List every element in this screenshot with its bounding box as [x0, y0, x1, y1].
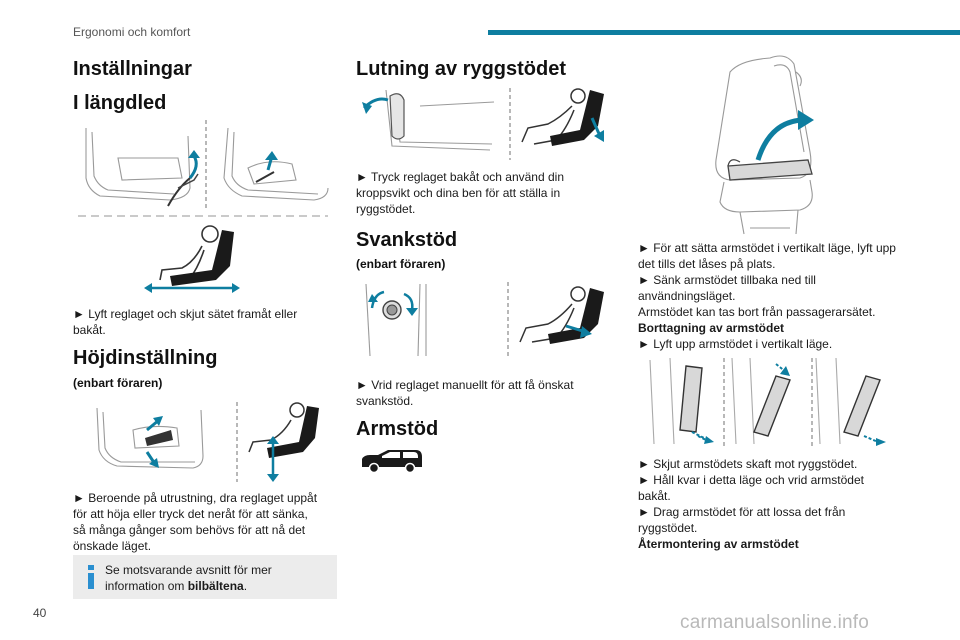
heading-height-adjustment: Höjdinställning [73, 347, 218, 369]
header-accent-bar [488, 30, 960, 35]
lumbar-driver-only-note: (enbart föraren) [356, 257, 446, 271]
section-title: Ergonomi och komfort [73, 25, 191, 39]
longitudinal-seat-illustration [78, 118, 330, 218]
lumbar-instruction: ► Vrid reglaget manuellt för att få önsk… [356, 378, 574, 408]
height-driver-only-note: (enbart föraren) [73, 376, 163, 390]
armrest-removal-heading: Borttagning av armstödet [638, 321, 785, 335]
info-text: Se motsvarande avsnitt för mer informati… [105, 563, 272, 593]
seat-slide-figure [142, 224, 242, 296]
heading-longitudinal: I längdled [73, 92, 167, 114]
backrest-tilt-illustration [360, 86, 612, 162]
armrest-instructions: ► För att sätta armstödet i vertikalt lä… [638, 241, 896, 351]
height-adjustment-illustration [93, 400, 333, 484]
heading-armrest: Armstöd [356, 418, 439, 440]
armrest-removal-steps: ► Skjut armstödets skaft mot ryggstödet.… [638, 457, 864, 551]
longitudinal-instruction: ► Lyft reglaget och skjut sätet framåt e… [73, 307, 298, 337]
heading-settings: Inställningar [73, 58, 192, 80]
seatbelt-link-text[interactable]: bilbältena [187, 579, 244, 593]
heading-backrest-tilt: Lutning av ryggstödet [356, 58, 566, 80]
page-number: 40 [33, 606, 47, 620]
height-instruction: ► Beroende på utrustning, dra reglaget u… [73, 491, 318, 553]
lumbar-support-illustration [360, 280, 612, 360]
backrest-instruction: ► Tryck reglaget bakåt och använd din kr… [356, 170, 564, 216]
armrest-refit-heading: Återmontering av armstödet [638, 537, 799, 551]
seatbelt-info-box: Se motsvarande avsnitt för mer informati… [73, 555, 337, 599]
van-icon [360, 449, 424, 473]
info-icon [88, 565, 94, 589]
armrest-raise-illustration [700, 52, 840, 238]
armrest-removal-illustration [640, 356, 898, 448]
heading-lumbar-support: Svankstöd [356, 229, 458, 251]
watermark: carmanualsonline.info [680, 612, 870, 633]
